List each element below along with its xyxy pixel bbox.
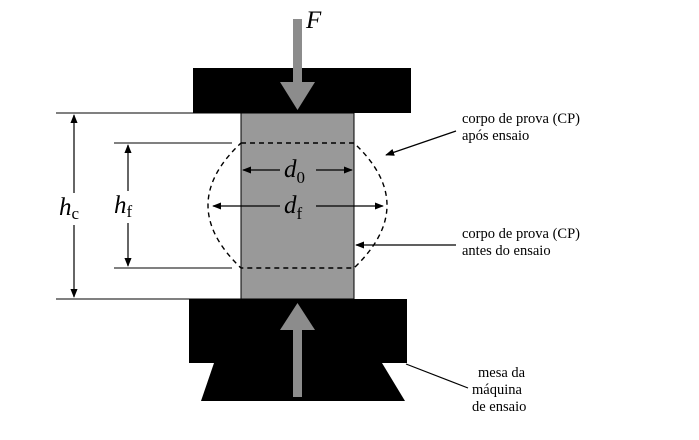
machine-table-base (201, 363, 405, 401)
hf-label: hf (114, 192, 133, 221)
force-arrow-top (280, 19, 315, 110)
callout-after-leader (385, 130, 457, 156)
deformed-specimen-outline (207, 142, 388, 269)
df-label: df (284, 192, 303, 223)
d0-label: d0 (284, 156, 305, 187)
callout-after-text: corpo de prova (CP) após ensaio (462, 111, 584, 144)
force-label: F (305, 7, 322, 34)
hc-label: hc (59, 194, 80, 223)
hf-dimension (110, 142, 232, 269)
callout-before-text: corpo de prova (CP) antes do ensaio (462, 226, 584, 259)
hc-dimension (55, 112, 241, 300)
force-arrow-bottom (280, 303, 315, 397)
callout-table-leader (405, 363, 469, 389)
callout-table-text: mesa da máquina de ensaio (472, 365, 529, 415)
